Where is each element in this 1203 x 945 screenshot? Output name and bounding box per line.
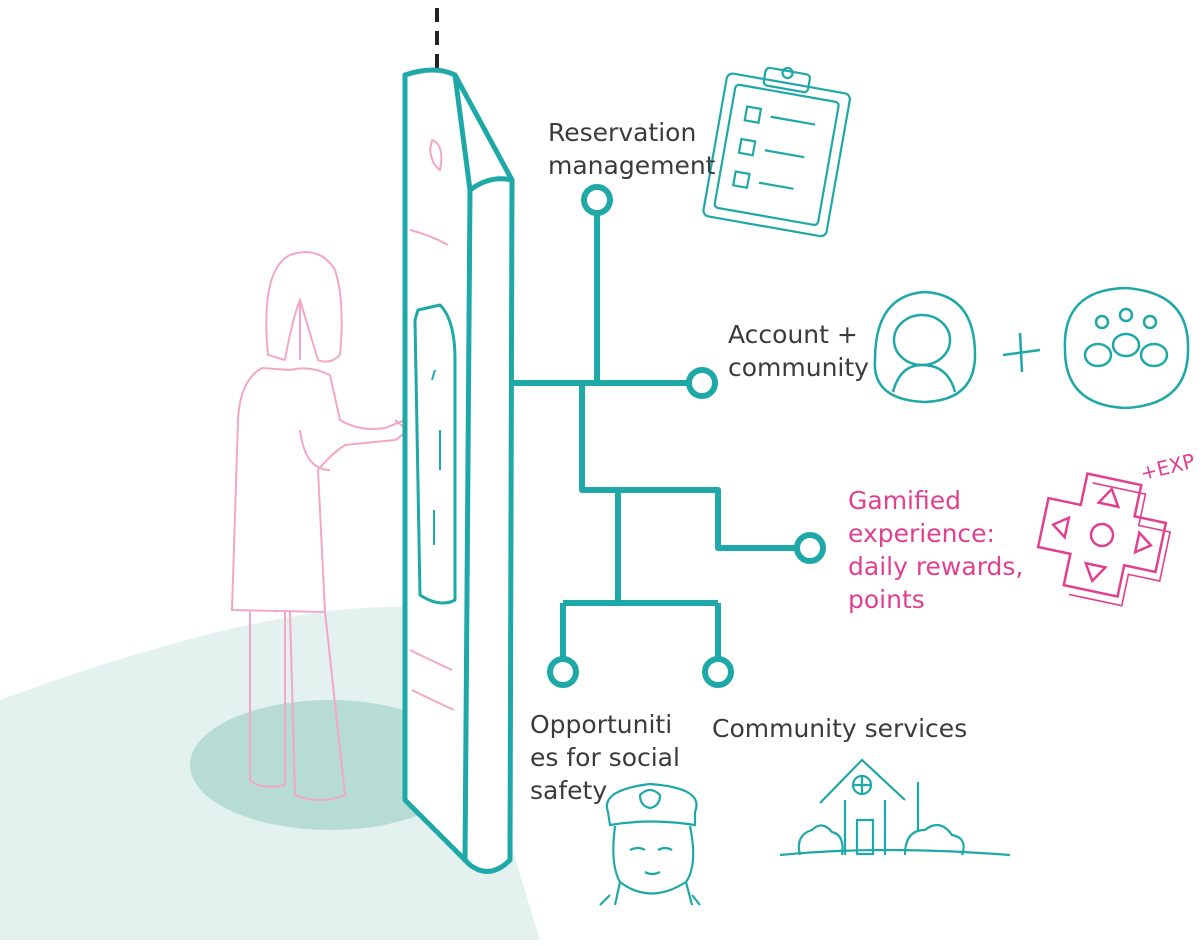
node-gamified xyxy=(794,532,826,564)
node-safety xyxy=(547,656,579,688)
game-dpad-icon xyxy=(1036,472,1172,607)
label-gamified-experience: Gamified experience: daily rewards, poin… xyxy=(848,486,1024,614)
node-reservation xyxy=(581,184,613,216)
police-officer-icon xyxy=(599,782,701,906)
plus-sign xyxy=(1002,332,1041,373)
node-account xyxy=(686,367,718,399)
house-icon xyxy=(779,758,1011,857)
floor-shadow xyxy=(190,700,470,830)
group-icon xyxy=(1063,286,1190,410)
node-services xyxy=(702,656,734,688)
tree-endpoints xyxy=(547,184,826,688)
label-account-community: Account + community xyxy=(728,320,869,382)
user-avatar-icon xyxy=(873,290,977,404)
label-reservation-management: Reservation management xyxy=(548,118,716,180)
feature-tree xyxy=(510,213,798,660)
kiosk-screen xyxy=(402,67,515,874)
label-social-safety: Opportuniti es for social safety xyxy=(530,710,680,805)
clipboard-checklist-icon xyxy=(702,66,851,238)
label-community-services: Community services xyxy=(712,714,968,743)
